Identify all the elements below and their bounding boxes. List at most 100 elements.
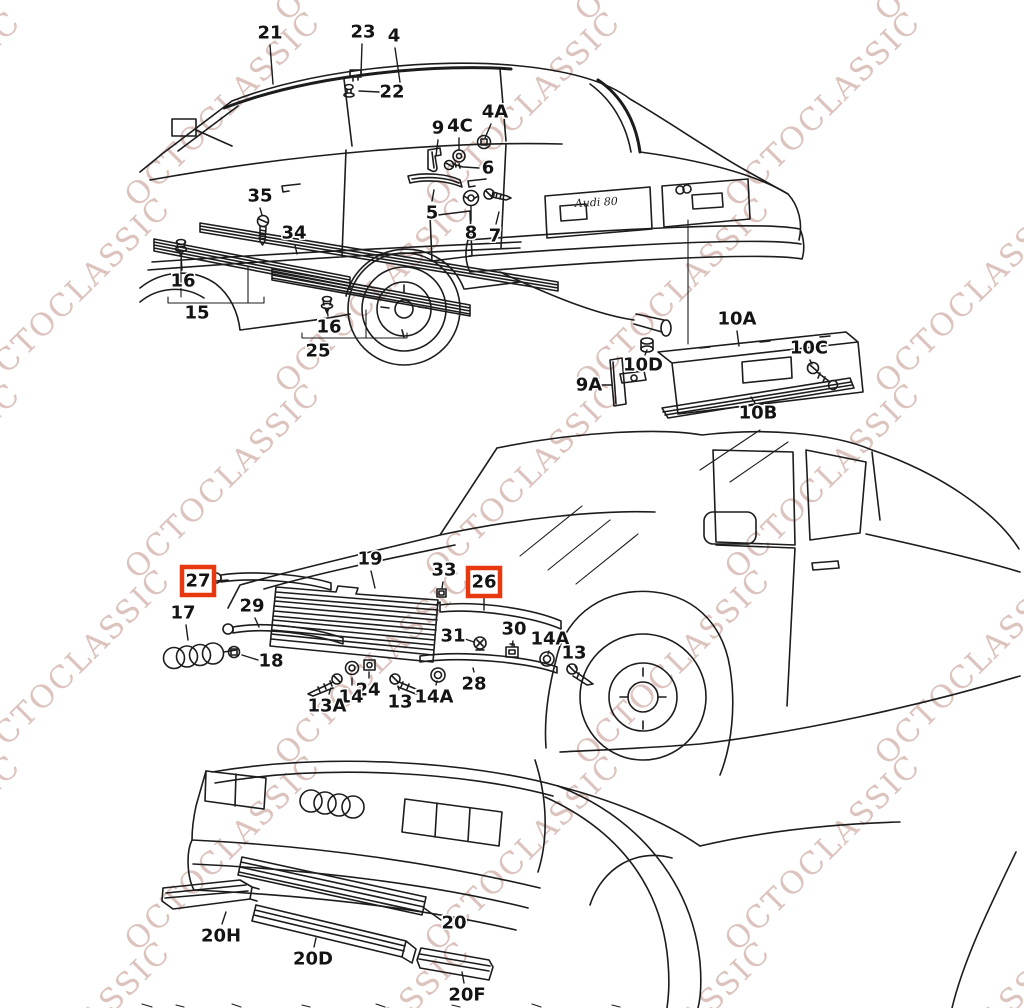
part-number: 5 [426,203,439,224]
grille-piece-20F [416,947,494,981]
part-label-13-32: 13 [560,641,588,669]
grille-piece-20D [251,904,417,964]
part-number: 17 [170,603,195,624]
watermark-text: OCTOCLASSIC [1018,376,1024,587]
part-number: 4 [388,26,401,47]
leader-line [397,685,400,691]
front-grille-parts [162,572,594,697]
clip-8 [462,189,480,207]
part-label-7-10: 7 [487,211,503,248]
part-number: 9A [576,375,603,396]
part-number: 10A [718,309,757,330]
part-label-20-41: 20 [423,907,468,935]
car2-doors [559,533,1021,753]
part-number: 10C [790,338,828,359]
part-number: 22 [379,82,404,103]
part-label-25-16: 25 [304,339,332,363]
car-front-three-quarter-view [227,429,1021,873]
part-label-9-4: 9 [430,116,446,157]
bracket-9A [609,357,647,407]
car3-intake-grille [237,856,427,916]
part-label-22-3: 22 [358,80,406,104]
leader-line [259,207,263,216]
washer-14 [344,660,360,676]
car3-bumper [187,839,541,931]
highlight-box [179,564,217,598]
leader-line [313,937,317,948]
car2-mirror [703,511,757,545]
grommet-4A [476,134,492,150]
leader-line [472,667,475,673]
screw-13-left [389,673,422,695]
leader-line [463,166,480,169]
part-label-16-15: 16 [315,308,343,339]
part-number: 20F [448,985,485,1006]
part-label-15-14: 15 [183,301,211,325]
part-number: 7 [489,226,502,247]
car3-headlamps [204,770,503,847]
leader-line [736,330,740,347]
part-label-27-23: 27 [179,564,229,598]
part-label-14-37: 14 [337,677,365,709]
part-number: 4C [447,116,473,137]
car1-rear-bumper [465,224,805,273]
part-label-10D-18: 10D [622,349,665,377]
part-label-35-11: 35 [246,184,274,216]
part-label-20H-39: 20H [199,911,243,948]
leader-line [294,244,298,255]
leader-line [254,617,260,628]
grille-piece-20H [161,879,260,910]
part-label-19-22: 19 [356,547,384,589]
watermark-text: OCTOCLASSIC [718,748,929,959]
watermark-text: OCTOCLASSIC [0,4,28,215]
part-number: 23 [350,22,375,43]
grille-19 [269,585,439,663]
watermark-text: OCTOCLASSIC [568,562,779,773]
audi-80-badge: Audi 80 [573,195,618,210]
part-number: 4A [482,102,509,123]
watermark-text: OCTOCLASSIC [268,934,479,1008]
leader-line [435,680,438,686]
washer-14A-right [539,651,555,667]
part-label-20F-42: 20F [447,971,487,1007]
leader-line [358,90,380,93]
part-number: 35 [247,186,272,207]
audi-rings-front-icon [299,789,365,819]
leader-line [809,359,813,365]
moulding-29 [222,623,344,645]
part-number: 15 [184,303,209,324]
leader-line [495,211,500,225]
watermark-text: OCTOCLASSIC [268,190,479,401]
leader-line [461,971,465,984]
leader-line [241,654,259,661]
part-number: 21 [257,23,282,44]
watermark-text: OCTOCLASSIC [118,376,329,587]
screw-7 [483,188,512,201]
screw-6 [443,159,464,171]
part-number: 31 [440,626,465,647]
washer-14A-left [430,667,446,683]
car-front-view [141,760,1017,1008]
leader-line [484,123,492,139]
part-label-10C-19: 10C [788,336,830,365]
part-label-21-0: 21 [256,21,284,85]
part-label-18-28: 18 [241,649,285,673]
part-number: 14A [531,629,570,650]
watermark-text: OCTOCLASSIC [568,934,779,1008]
clip-22 [343,83,355,98]
leader-line [644,349,648,356]
part-number: 28 [461,674,486,695]
part-label-14A-31: 14A [529,627,571,655]
part-number: 10D [623,355,663,376]
part-label-16-13: 16 [169,253,197,293]
car1-windows [177,68,632,153]
leader-line [185,624,189,641]
part-label-4A-6: 4A [480,100,510,139]
part-label-26-24: 26 [465,565,503,611]
door-mirror [171,118,233,147]
watermark-text: OCTOCLASSIC [868,562,1024,773]
watermark-text: OCTOCLASSIC [0,934,178,1008]
clip-33 [436,588,447,598]
